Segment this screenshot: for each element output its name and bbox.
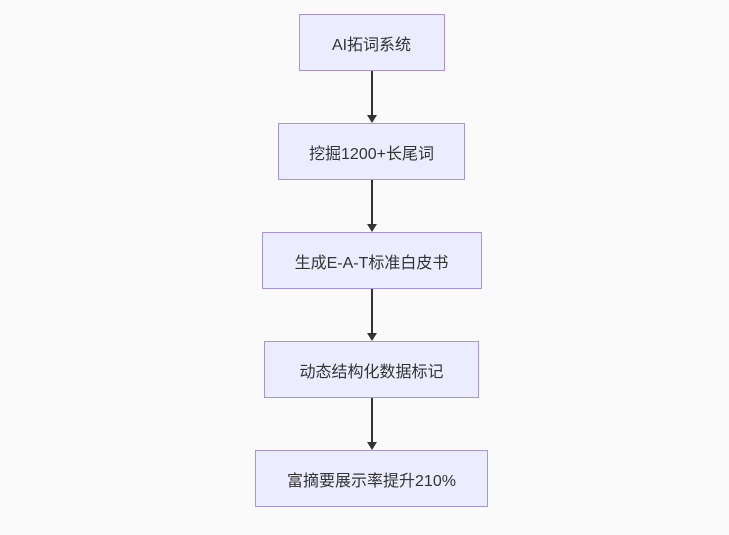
edge-n2-n3 [366, 180, 377, 232]
arrowhead-down-icon [366, 442, 377, 450]
edge-line [370, 398, 373, 442]
edge-n3-n4 [366, 289, 377, 341]
flowchart-node-rich-snippet-rate: 富摘要展示率提升210% [255, 450, 488, 507]
edge-line [370, 71, 373, 115]
node-label: 动态结构化数据标记 [299, 363, 444, 381]
arrowhead-down-icon [366, 115, 377, 123]
flowchart-node-longtail-mining: 挖掘1200+长尾词 [278, 123, 465, 180]
node-label: AI拓词系统 [331, 36, 412, 54]
flowchart-node-structured-data-markup: 动态结构化数据标记 [264, 341, 479, 398]
edge-line [370, 180, 373, 224]
edge-n4-n5 [366, 398, 377, 450]
flowchart-node-eat-whitepaper: 生成E-A-T标准白皮书 [261, 232, 482, 289]
edge-n1-n2 [366, 71, 377, 123]
flowchart: AI拓词系统 挖掘1200+长尾词 生成E-A-T标准白皮书 动态结构化数据标记… [7, 14, 729, 507]
edge-line [370, 289, 373, 333]
node-label: 富摘要展示率提升210% [287, 472, 456, 490]
arrowhead-down-icon [366, 333, 377, 341]
flowchart-node-ai-keyword-system: AI拓词系统 [298, 14, 445, 71]
node-label: 生成E-A-T标准白皮书 [294, 254, 449, 272]
node-label: 挖掘1200+长尾词 [309, 145, 434, 163]
arrowhead-down-icon [366, 224, 377, 232]
